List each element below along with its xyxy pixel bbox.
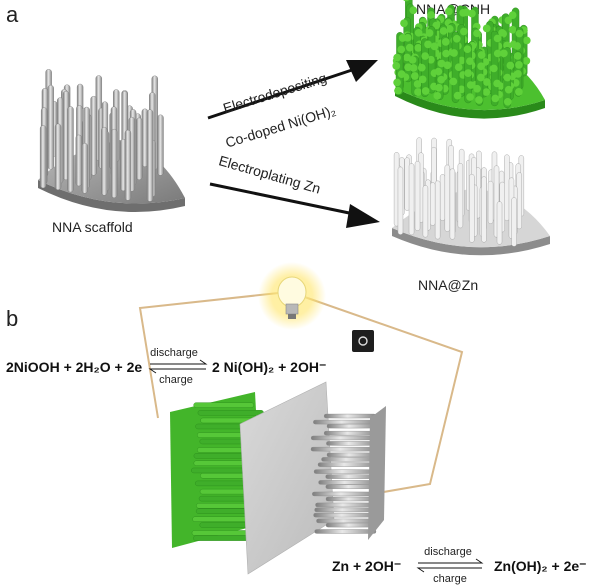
switch-icon	[352, 330, 374, 352]
zn-label: NNA@Zn	[418, 277, 478, 293]
nna-cnh-cathode	[170, 392, 287, 548]
scaffold-label: NNA scaffold	[52, 219, 133, 235]
anode-discharge-label: discharge	[424, 546, 472, 558]
cathode-equation-right: 2 Ni(OH)₂ + 2OH⁻	[212, 359, 326, 375]
cathode-equation-left: 2NiOOH + 2H₂O + 2e	[6, 359, 142, 375]
panel-label-a: a	[6, 2, 19, 27]
anode-charge-label: charge	[433, 573, 467, 585]
lower-arrow	[209, 182, 380, 228]
cathode-charge-label: charge	[159, 374, 193, 386]
anode-equation-right: Zn(OH)₂ + 2e⁻	[494, 558, 587, 574]
panel-label-b: b	[6, 306, 18, 331]
cathode-discharge-label: discharge	[150, 347, 198, 359]
nna-zn-electrode	[392, 137, 550, 256]
upper-arrow	[207, 60, 378, 120]
light-bulb-icon	[258, 262, 326, 330]
cathode-reversible-arrow	[148, 359, 208, 374]
nna-scaffold	[38, 69, 185, 212]
anode-equation-left: Zn + 2OH⁻	[332, 558, 401, 574]
anode-reversible-arrow	[416, 558, 484, 573]
nna-cnh-electrode	[392, 0, 545, 119]
nna-zn-anode	[310, 406, 386, 540]
